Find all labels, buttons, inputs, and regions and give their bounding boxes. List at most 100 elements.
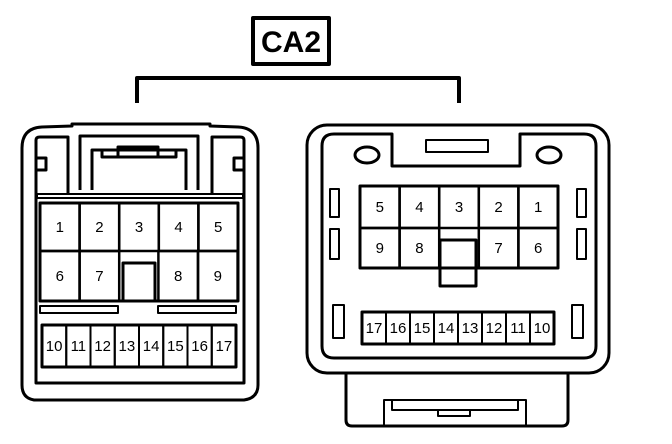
pin-cell: 2 [477,184,520,230]
pin-number: 5 [214,219,222,236]
pin-number: 4 [174,219,182,236]
left-side-bump [36,156,48,172]
pin-cell: 14 [138,324,165,368]
pin-cell: 12 [89,324,116,368]
pin-cell: 7 [477,226,520,270]
pin-number: 6 [56,268,64,285]
right-mount-hole [535,145,563,165]
pin-cell: 10 [529,311,555,345]
pin-number: 8 [415,240,423,257]
pin-number: 4 [415,199,423,216]
pin-cell: 1 [517,184,560,230]
pin-cell: 16 [385,311,411,345]
left-bottom-pin-row: 10 11 12 13 14 15 16 17 [40,323,238,369]
right-connector: 5 4 3 2 1 9 8 7 6 17 16 15 14 13 12 11 10 [305,123,611,428]
pin-number: 9 [376,240,384,257]
pin-cell-border [529,311,555,345]
pin-cell: 8 [398,226,441,270]
pin-number: 13 [119,338,136,355]
pin-cell: 2 [78,201,121,253]
pin-cell: 3 [117,201,161,253]
pin-number: 10 [534,320,551,337]
pin-number: 7 [95,268,103,285]
pin-cell: 6 [38,249,81,303]
pin-cell: 14 [433,311,459,345]
left-key-slot [121,261,157,303]
pin-cell: 11 [505,311,531,345]
pin-number: 2 [95,219,103,236]
left-pin-grid: 1 2 3 4 5 6 7 8 9 [38,201,240,303]
pin-number: 2 [494,199,502,216]
pin-cell: 4 [157,201,200,253]
left-separator-bar [157,305,237,314]
pin-cell-border [210,324,237,368]
pin-cell: 7 [78,249,121,303]
right-pin-grid: 5 4 3 2 1 9 8 7 6 [358,184,560,288]
left-housing-outline [20,122,260,402]
connector-title: CA2 [251,16,331,66]
right-mount-hole [353,145,381,165]
pin-number: 9 [214,268,222,285]
pin-number: 15 [167,338,184,355]
pin-number: 17 [216,338,233,355]
pin-cell-border [196,249,239,303]
pin-number: 1 [56,219,64,236]
right-side-slot [329,228,340,260]
pin-cell: 3 [437,184,481,230]
pin-cell: 1 [38,201,81,253]
pin-number: 15 [414,320,431,337]
pin-cell: 13 [457,311,483,345]
right-key-slot [438,238,478,288]
pin-number: 7 [494,240,502,257]
pin-cell-border [78,249,121,303]
pin-number: 5 [376,199,384,216]
right-side-slot [332,304,345,339]
pin-number: 14 [438,320,455,337]
pin-cell: 11 [65,324,92,368]
pin-number: 3 [135,219,143,236]
pin-cell: 10 [41,324,68,368]
pin-cell: 17 [361,311,387,345]
pin-cell: 9 [358,226,401,270]
pin-cell: 6 [517,226,560,270]
pin-number: 11 [510,320,526,337]
pin-number: 17 [366,320,383,337]
pin-number: 16 [191,338,208,355]
pin-number: 12 [486,320,503,337]
right-side-slot [329,188,340,218]
right-side-slot [571,304,584,339]
pin-number: 12 [94,338,111,355]
title-box [251,16,331,66]
pin-cell: 5 [358,184,401,230]
pin-cell: 12 [481,311,507,345]
pin-number: 11 [71,338,87,355]
pin-number: 14 [143,338,160,355]
pin-number: 8 [174,268,182,285]
left-separator-bar [39,305,119,314]
pin-cell: 5 [197,201,240,253]
left-top-rail [36,193,244,199]
pin-cell-border [517,226,560,270]
pin-cell: 13 [113,324,140,368]
right-housing-outline [305,123,611,375]
pin-cell: 15 [409,311,435,345]
left-lock [78,134,200,190]
pin-number: 1 [534,199,542,216]
left-housing-inner [34,135,246,385]
pin-number: 10 [46,338,63,355]
pin-cell: 15 [162,324,189,368]
right-housing-inner [320,132,598,360]
pin-number: 13 [462,320,479,337]
pin-number: 3 [455,199,463,216]
pin-number: 6 [534,240,542,257]
right-bottom-pin-row: 17 16 15 14 13 12 11 10 [360,310,556,346]
bracket-line [135,76,461,103]
right-side-slot [576,228,587,260]
pin-number: 16 [390,320,407,337]
pin-cell: 17 [210,324,237,368]
right-side-slot [576,188,587,218]
right-bottom-latch [383,399,527,426]
